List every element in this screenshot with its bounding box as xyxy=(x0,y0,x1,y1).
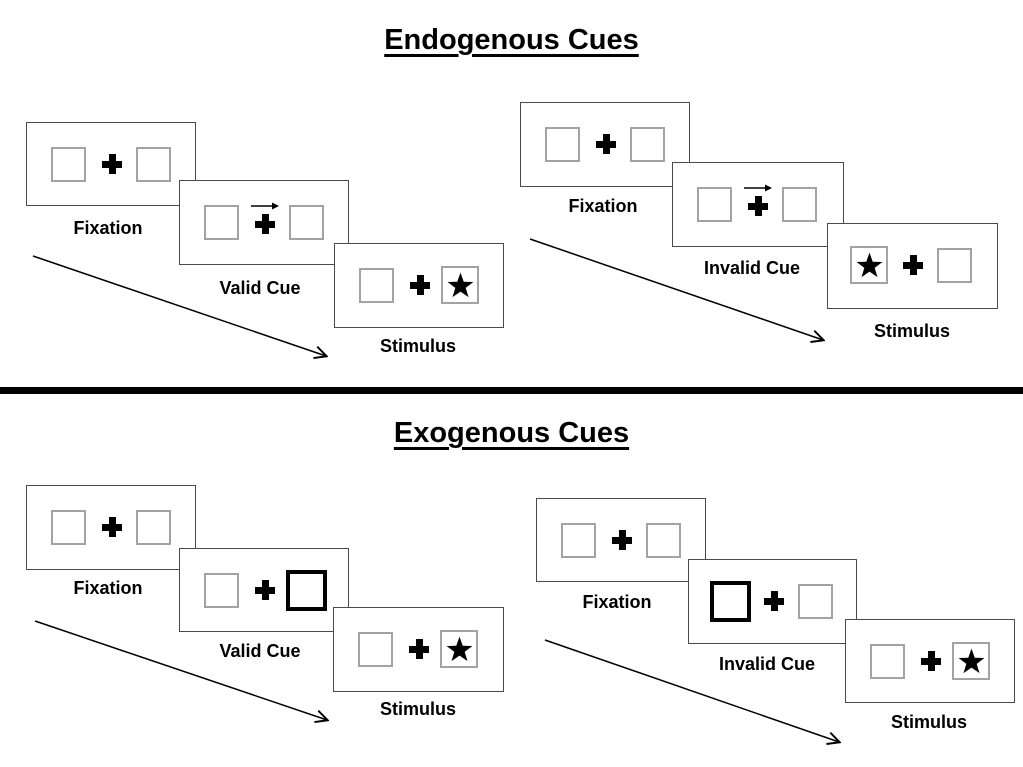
endogenous-title-text: Endogenous Cues xyxy=(384,24,639,56)
fixation-cross-icon xyxy=(748,196,768,216)
placeholder-box-right xyxy=(646,523,681,558)
timeline-arrow-exogenous-valid xyxy=(34,620,327,720)
cue-highlight-box-left xyxy=(710,581,751,622)
section-divider-line xyxy=(0,387,1023,394)
cue-arrow-right-icon xyxy=(251,202,279,210)
fixation-cross-icon xyxy=(255,214,275,234)
endogenous-valid-fixation-panel xyxy=(26,122,196,206)
panel-label: Stimulus xyxy=(379,699,456,719)
placeholder-box-left xyxy=(204,573,239,608)
placeholder-box-left xyxy=(870,644,905,679)
endogenous-valid-stimulus-panel xyxy=(334,243,504,328)
placeholder-box-right xyxy=(289,205,324,240)
fixation-cross-icon xyxy=(410,275,430,295)
panel-label: Valid Cue xyxy=(219,641,301,661)
star-icon xyxy=(958,648,984,673)
panel-label: Stimulus xyxy=(873,321,950,341)
cue-arrow-right-icon xyxy=(744,184,772,192)
panel-label: Fixation xyxy=(73,218,143,238)
target-box-right xyxy=(440,630,478,668)
timeline-arrow-endogenous-invalid xyxy=(529,238,823,340)
target-box-right xyxy=(952,642,990,680)
exogenous-valid-fixation-panel xyxy=(26,485,196,570)
exogenous-invalid-cue-panel xyxy=(688,559,857,644)
placeholder-box-right xyxy=(937,248,972,283)
placeholder-box-left xyxy=(51,510,86,545)
star-icon xyxy=(447,272,473,297)
fixation-cross-icon xyxy=(612,530,632,550)
panel-label: Fixation xyxy=(568,196,638,216)
exogenous-valid-cue-panel xyxy=(179,548,349,632)
exogenous-title-text: Exogenous Cues xyxy=(393,417,630,449)
endogenous-valid-cue-panel xyxy=(179,180,349,265)
placeholder-box-right xyxy=(782,187,817,222)
exogenous-invalid-stimulus-panel xyxy=(845,619,1015,703)
endogenous-section-title: Endogenous Cues xyxy=(0,24,1023,57)
exogenous-invalid-fixation-panel xyxy=(536,498,706,582)
fixation-cross-icon xyxy=(921,651,941,671)
fixation-cross-icon xyxy=(102,154,122,174)
endogenous-invalid-fixation-panel xyxy=(520,102,690,187)
exogenous-valid-stimulus-panel xyxy=(333,607,504,692)
panel-label: Fixation xyxy=(582,592,652,612)
exogenous-section-title: Exogenous Cues xyxy=(0,417,1023,450)
timeline-arrow-endogenous-valid xyxy=(32,255,326,356)
star-icon xyxy=(446,636,472,661)
panel-label: Invalid Cue xyxy=(718,654,816,674)
placeholder-box-right xyxy=(136,147,171,182)
endogenous-invalid-stimulus-panel xyxy=(827,223,998,309)
placeholder-box-left xyxy=(545,127,580,162)
panel-label: Valid Cue xyxy=(219,278,301,298)
cue-highlight-box-right xyxy=(286,570,327,611)
panel-label: Invalid Cue xyxy=(703,258,801,278)
target-box-right xyxy=(441,266,479,304)
fixation-cross-icon xyxy=(255,580,275,600)
placeholder-box-left xyxy=(358,632,393,667)
placeholder-box-right xyxy=(136,510,171,545)
panel-label: Stimulus xyxy=(379,336,456,356)
fixation-cross-icon xyxy=(102,517,122,537)
target-box-left xyxy=(850,246,888,284)
placeholder-box-right xyxy=(798,584,833,619)
fixation-cross-icon xyxy=(764,591,784,611)
endogenous-invalid-cue-panel xyxy=(672,162,844,247)
placeholder-box-left xyxy=(561,523,596,558)
placeholder-box-left xyxy=(697,187,732,222)
star-icon xyxy=(856,252,882,277)
fixation-cross-icon xyxy=(903,255,923,275)
placeholder-box-left xyxy=(359,268,394,303)
placeholder-box-left xyxy=(51,147,86,182)
fixation-cross-icon xyxy=(596,134,616,154)
fixation-cross-icon xyxy=(409,639,429,659)
placeholder-box-right xyxy=(630,127,665,162)
panel-label: Fixation xyxy=(73,578,143,598)
placeholder-box-left xyxy=(204,205,239,240)
panel-label: Stimulus xyxy=(890,712,967,732)
